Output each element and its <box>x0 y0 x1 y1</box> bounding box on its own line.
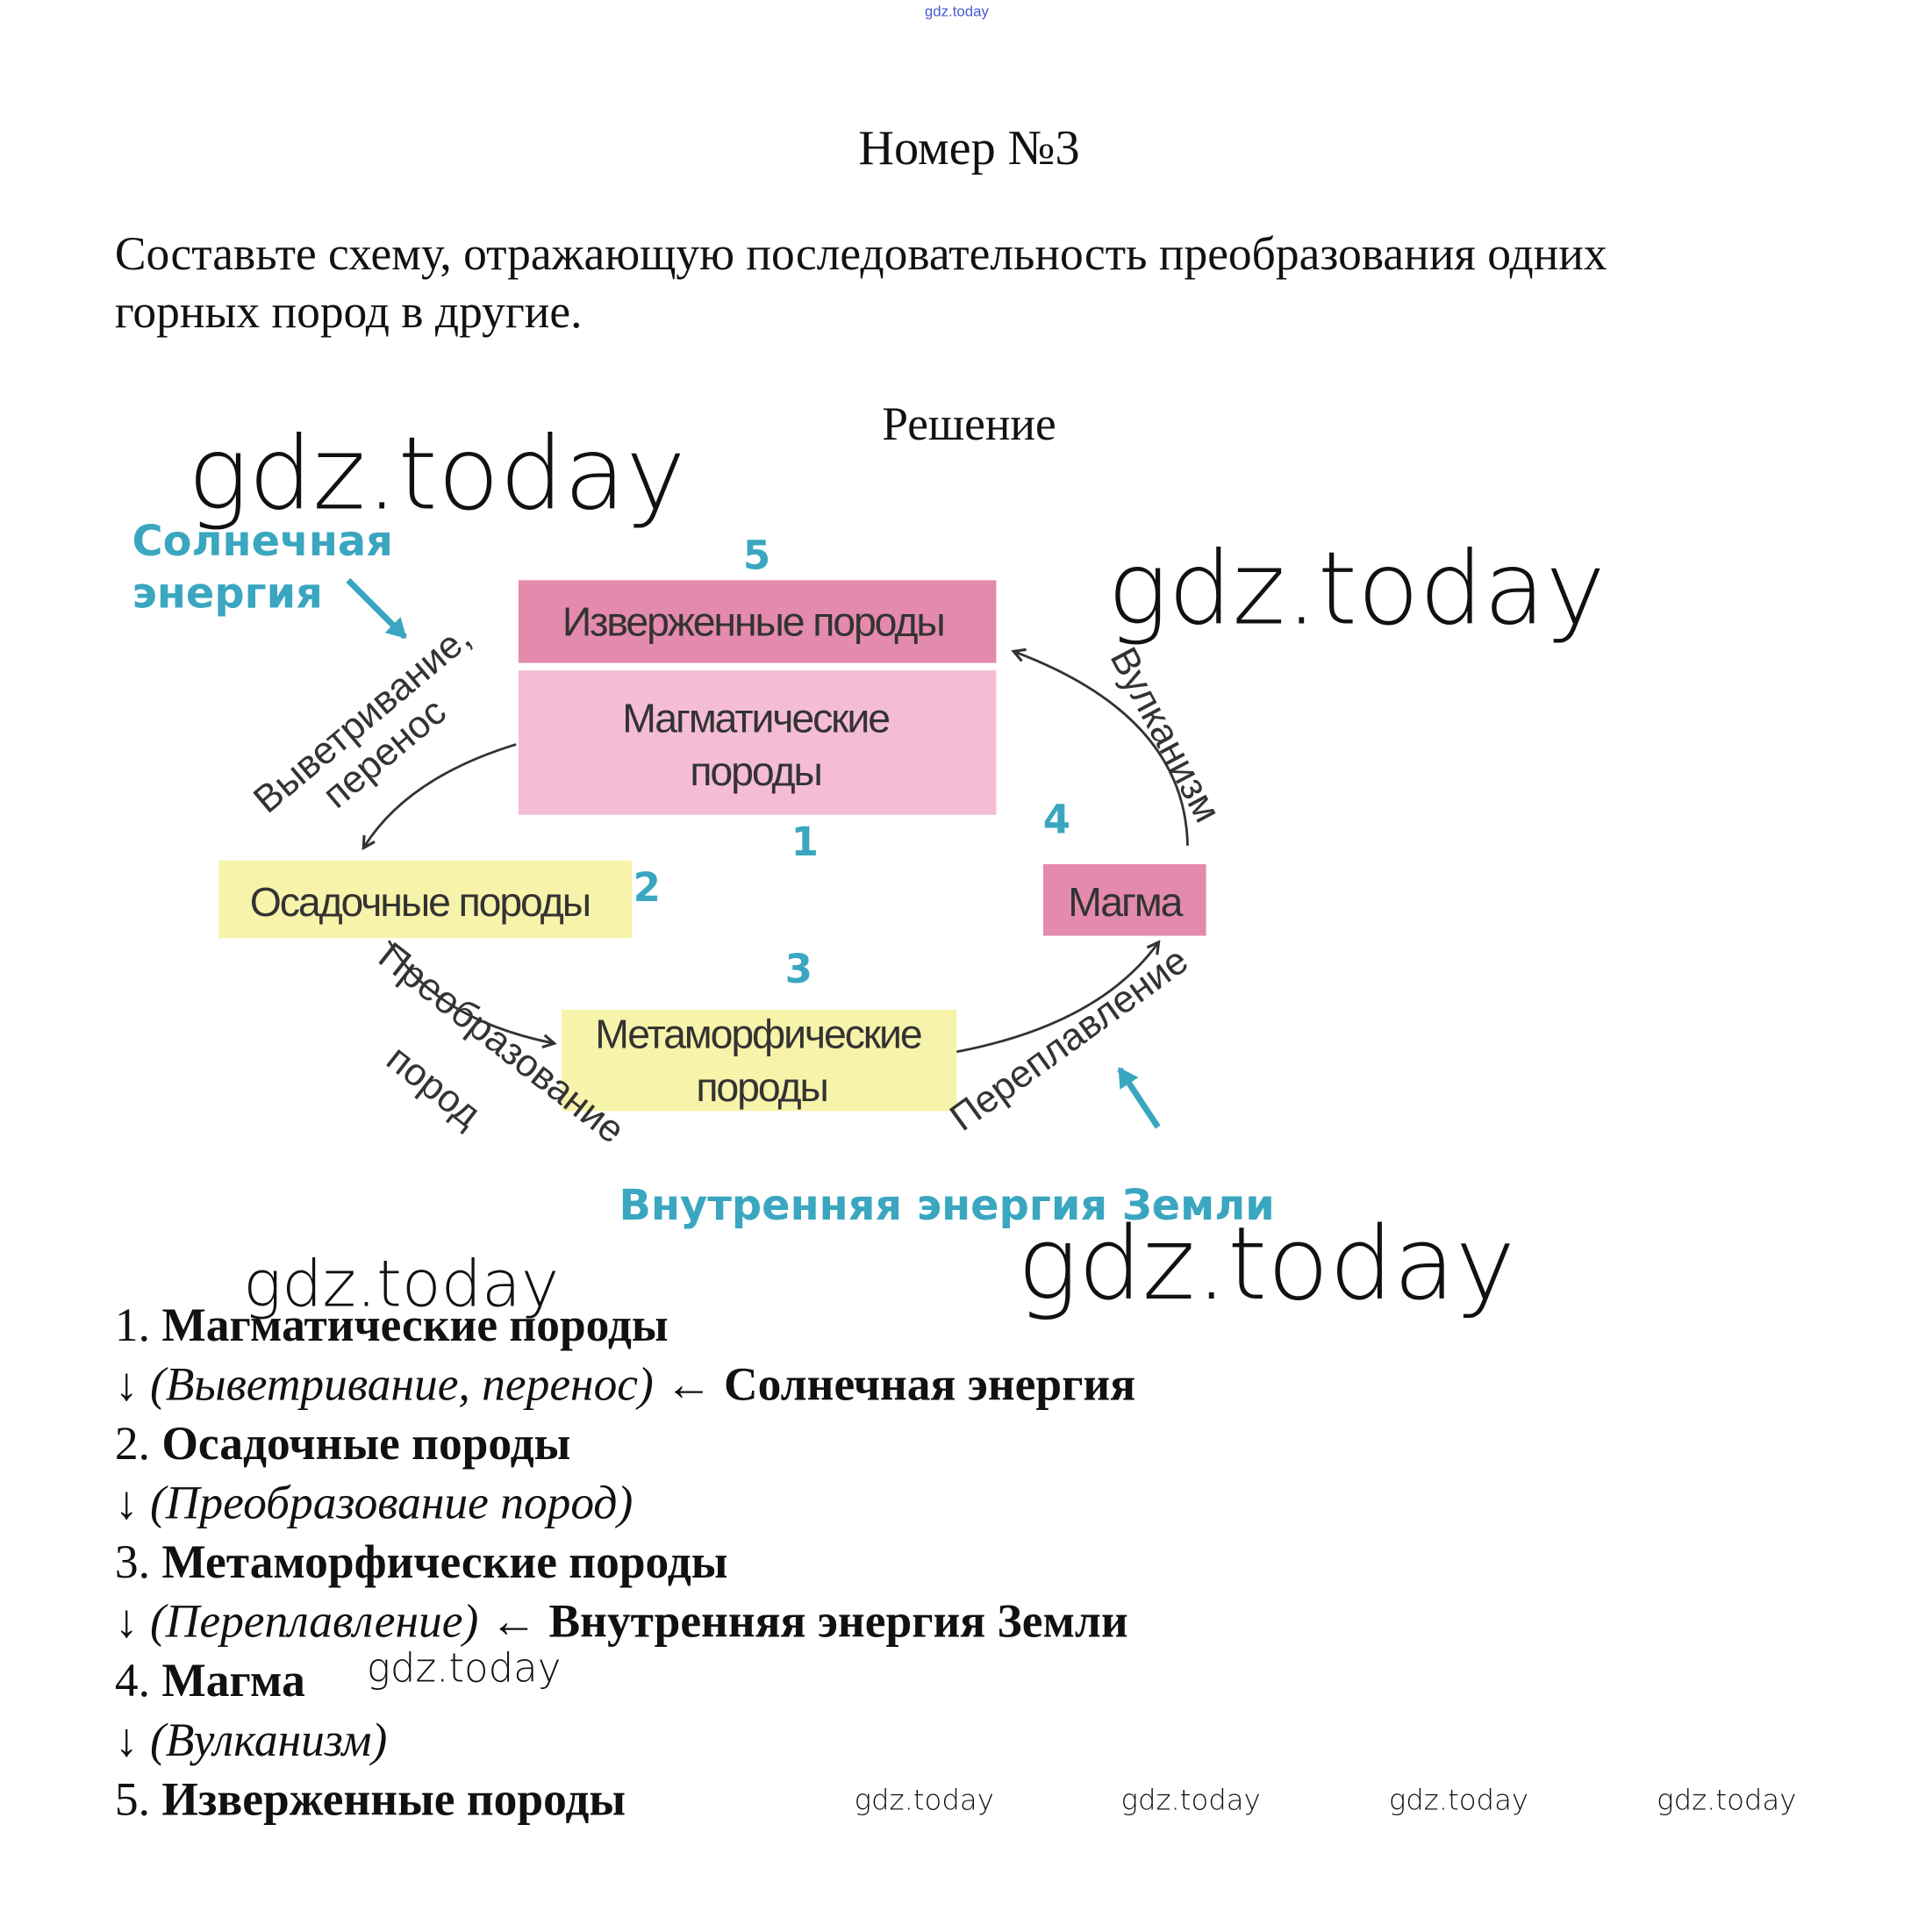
watermark: gdz.today <box>1107 531 1606 648</box>
number-4: 4 <box>1043 797 1070 843</box>
metamorphic-label-1: Метаморфические <box>595 1012 921 1057</box>
list-item: 2. Осадочные породы <box>115 1417 571 1470</box>
volcanism-label: Вулканизм <box>1102 640 1229 829</box>
inner-energy-arrow <box>1117 1067 1161 1129</box>
watermark: gdz.today <box>188 416 686 533</box>
watermark: gdz.today <box>367 1644 562 1691</box>
solar-energy-arrow <box>346 577 407 640</box>
page-title: Номер №3 <box>858 121 1079 175</box>
list-item: ↓ (Вулканизм) <box>115 1714 387 1766</box>
list-item: 4. Магма <box>115 1654 305 1707</box>
arrow-volcanism <box>1015 652 1189 846</box>
list-item: 3. Метаморфические породы <box>115 1535 728 1588</box>
watermark: gdz.today <box>1121 1784 1261 1817</box>
metamorphic-label-2: породы <box>696 1064 827 1110</box>
number-2: 2 <box>633 864 661 911</box>
magma-label: Магма <box>1068 879 1183 925</box>
task-line-2: горных пород в другие. <box>115 285 583 338</box>
solar-energy-line-1: Солнечная <box>132 518 393 566</box>
list-item: ↓ (Переплавление) ← Внутренняя энергия З… <box>115 1595 1128 1648</box>
answer-list: 1. Магматические породы ↓ (Выветривание,… <box>115 1299 1135 1825</box>
number-5: 5 <box>743 533 770 579</box>
magma-box <box>1042 863 1206 936</box>
list-item: ↓ (Преобразование пород) <box>115 1477 633 1529</box>
magmatic-label-1: Магматические <box>622 695 889 741</box>
magmatic-label-2: породы <box>690 748 820 794</box>
inner-energy-label: Внутренняя энергия Земли <box>619 1182 1275 1230</box>
list-item: 5. Изверженные породы <box>115 1772 626 1825</box>
metamorphic-box <box>562 1009 957 1112</box>
number-1: 1 <box>791 819 819 865</box>
rock-cycle-diagram: Изверженные породы Магматические породы … <box>132 518 1275 1230</box>
solution-heading: Решение <box>882 397 1056 450</box>
transformation-label-2: пород <box>379 1037 489 1135</box>
watermark: gdz.today <box>855 1784 994 1817</box>
top-watermark: gdz.today <box>925 3 990 19</box>
solar-energy-line-2: энергия <box>132 569 323 618</box>
list-item: ↓ (Выветривание, перенос) ← Солнечная эн… <box>115 1358 1135 1411</box>
remelting-label: Переплавление <box>942 940 1196 1140</box>
watermark: gdz.today <box>1657 1784 1796 1817</box>
number-3: 3 <box>785 946 812 992</box>
igneous-erupted-label: Изверженные породы <box>562 599 944 645</box>
igneous-erupted-box <box>518 580 997 663</box>
task-line-1: Составьте схему, отражающую последовател… <box>115 227 1607 280</box>
sedimentary-box <box>218 860 633 939</box>
sedimentary-label: Осадочные породы <box>250 879 590 925</box>
list-item: 1. Магматические породы <box>115 1299 669 1351</box>
arrow-remelting <box>956 943 1157 1054</box>
arrow-transformation <box>387 940 553 1043</box>
watermark: gdz.today <box>1389 1784 1528 1817</box>
watermark: gdz.today <box>1017 1206 1515 1323</box>
watermarks: gdz.today gdz.today gdz.today gdz.today … <box>188 416 1797 1817</box>
arrow-weathering <box>364 743 517 847</box>
watermark: gdz.today <box>243 1248 559 1322</box>
magmatic-box <box>518 670 997 815</box>
